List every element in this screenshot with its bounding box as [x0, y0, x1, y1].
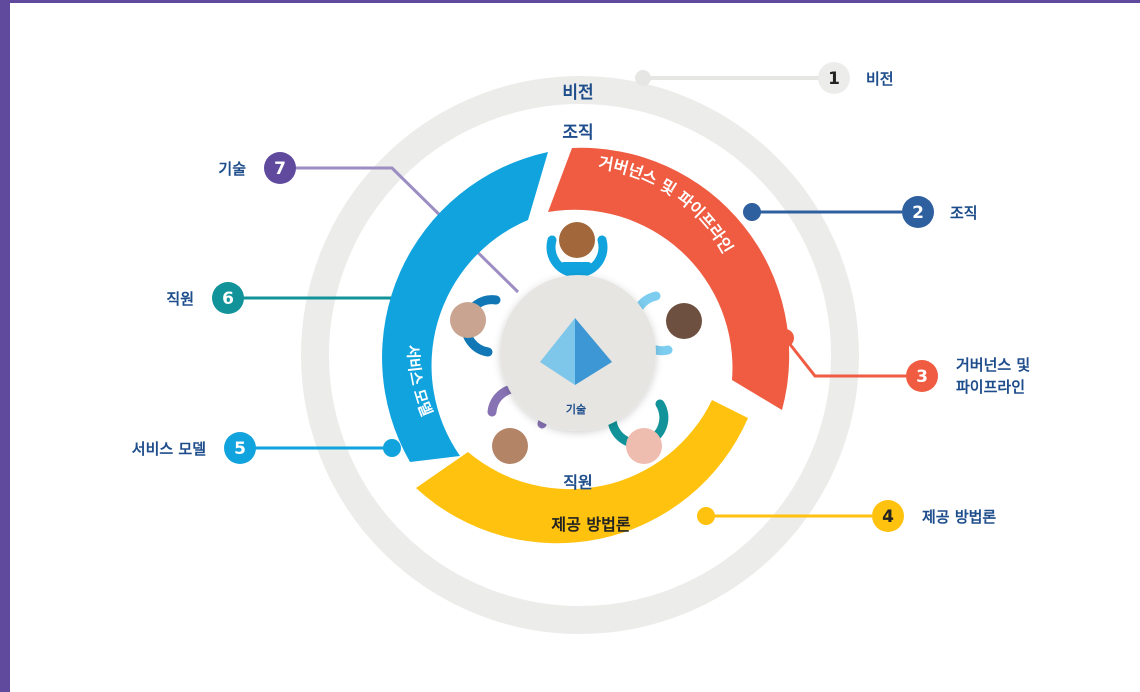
- svg-text:7: 7: [274, 159, 286, 179]
- person-top-icon: [546, 222, 608, 278]
- callout-3: 3 거버넌스 및 파이프라인: [906, 356, 1030, 396]
- connector-3: [783, 337, 906, 378]
- technology-center-label: 기술: [566, 402, 586, 416]
- left-accent-border: [0, 0, 10, 692]
- callout-5-label: 서비스 모델: [132, 440, 206, 458]
- callout-3-label-line2: 파이프라인: [956, 378, 1025, 396]
- svg-text:1: 1: [828, 69, 840, 89]
- delivery-segment-label: 제공 방법론: [551, 515, 630, 534]
- callout-7-label: 기술: [218, 160, 246, 178]
- callout-4: 4 제공 방법론: [872, 500, 996, 532]
- governance-segment: [548, 147, 790, 410]
- service-model-segment: [382, 152, 548, 462]
- staff-ring-label: 직원: [563, 473, 592, 492]
- callout-1-label: 비전: [866, 70, 894, 88]
- vision-ring-label: 비전: [562, 83, 593, 103]
- organization-ring-label: 조직: [562, 123, 593, 143]
- svg-text:3: 3: [916, 367, 928, 387]
- svg-text:6: 6: [222, 289, 234, 309]
- callout-5: 5 서비스 모델: [132, 432, 256, 464]
- pyramid-icon: [540, 318, 612, 385]
- callout-2-label: 조직: [950, 204, 978, 222]
- callout-4-label: 제공 방법론: [922, 508, 996, 526]
- callout-6-label: 직원: [166, 290, 194, 308]
- person-left-icon: [450, 295, 501, 357]
- callout-2: 2 조직: [902, 196, 978, 228]
- callout-1: 1 비전: [818, 62, 894, 94]
- svg-text:5: 5: [234, 439, 246, 459]
- svg-text:2: 2: [912, 203, 924, 223]
- svg-text:4: 4: [882, 507, 894, 527]
- callout-6: 6 직원: [166, 282, 244, 314]
- top-accent-border: [0, 0, 1140, 3]
- callout-3-label-line1: 거버넌스 및: [956, 356, 1030, 374]
- person-bottom-right-icon: [607, 399, 669, 464]
- vision-ring: [301, 76, 859, 634]
- callout-7: 7 기술: [218, 152, 296, 184]
- delivery-segment: [416, 400, 748, 544]
